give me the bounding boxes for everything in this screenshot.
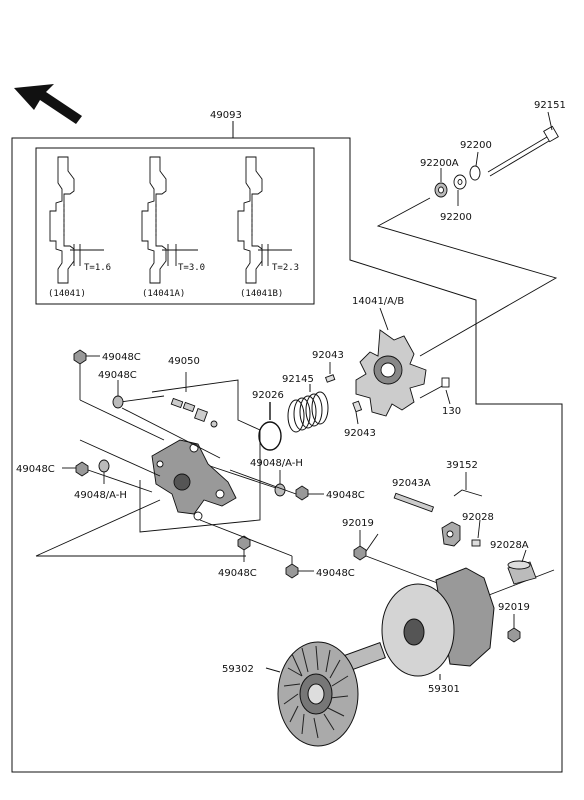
nut-92019-top: [353, 530, 441, 585]
nut-49048C-2: [112, 380, 221, 459]
assembly-number-label: 49093: [210, 110, 242, 121]
kit-39152-box: [453, 472, 483, 497]
label-92043-bot: 92043: [344, 428, 376, 439]
label-92028: 92028: [462, 512, 494, 523]
label-49048C-left: 49048C: [16, 464, 55, 475]
nut-92019-bot: [507, 614, 521, 643]
pin-92043A: [393, 492, 435, 513]
label-49048C-2: 49048C: [98, 370, 137, 381]
label-49048AH-right: 49048/A-H: [250, 458, 303, 469]
leader-lines: [35, 197, 558, 601]
nut-92200A: [434, 168, 448, 198]
nut-49048AH-left: [79, 439, 161, 484]
label-92200: 92200: [460, 140, 492, 151]
spider-14041: [355, 307, 427, 417]
label-59301: 59301: [428, 684, 460, 695]
nut-49048C-bot2: [199, 519, 314, 579]
oring-92026: [258, 402, 282, 451]
washer-92200: [469, 151, 481, 181]
assembly-boundary: [11, 121, 563, 773]
pin-92043-bot: [352, 400, 363, 425]
slider-pin: [170, 397, 218, 428]
pin-92043-top: [324, 362, 336, 383]
t-value-1: T=1.6: [84, 263, 111, 273]
label-49048C-right: 49048C: [326, 490, 365, 501]
movable-sheave-59301: [381, 567, 495, 680]
front-direction-arrow-icon: [14, 84, 82, 124]
label-49048C-bot2: 49048C: [316, 568, 355, 579]
t-value-3: T=2.3: [272, 263, 299, 273]
label-92019-bot: 92019: [498, 602, 530, 613]
label-14041AB: 14041/A/B: [352, 296, 404, 307]
shim-variant-14041B: [237, 156, 292, 284]
label-39152: 39152: [446, 460, 478, 471]
label-92019-top: 92019: [342, 518, 374, 529]
label-49048AH-left: 49048/A-H: [74, 490, 127, 501]
label-130: 130: [442, 406, 461, 417]
nut-49048C-1: [73, 349, 165, 441]
variant-label-3: (14041B): [240, 289, 283, 299]
label-49048C-1: 49048C: [102, 352, 141, 363]
nut-49048C-left: [62, 461, 153, 493]
label-92043A: 92043A: [392, 478, 431, 489]
variant-label-1: (14041): [48, 289, 86, 299]
spring-92145: [287, 384, 329, 433]
label-92145: 92145: [282, 374, 314, 385]
nut-49048C-bot1: [237, 535, 251, 562]
label-92028A: 92028A: [490, 540, 529, 551]
label-92200-b: 92200: [440, 212, 472, 223]
kit-49050-box: [119, 372, 261, 533]
label-49050: 49050: [168, 356, 200, 367]
bolt-92151: [487, 111, 559, 177]
t-value-2: T=3.0: [178, 263, 205, 273]
label-49048C-bot1: 49048C: [218, 568, 257, 579]
bushing-92028A: [507, 549, 537, 585]
label-92043-top: 92043: [312, 350, 344, 361]
shim-variant-14041: [49, 156, 104, 284]
washer-92200-b: [453, 174, 467, 206]
label-92151: 92151: [534, 100, 566, 111]
shim-variants-inset: T=1.6 T=3.0 T=2.3 (14041) (14041A) (1404…: [35, 147, 315, 305]
label-92200A: 92200A: [420, 158, 459, 169]
fixed-sheave-59302: [265, 641, 386, 747]
shim-variant-14041A: [141, 156, 198, 284]
label-92026: 92026: [252, 390, 284, 401]
label-59302: 59302: [222, 664, 254, 675]
nut-49048C-right: [229, 469, 324, 501]
variant-label-2: (14041A): [142, 289, 185, 299]
roller-92028: [441, 519, 481, 547]
weight-holder: [151, 439, 237, 521]
bolt-130: [419, 377, 451, 405]
